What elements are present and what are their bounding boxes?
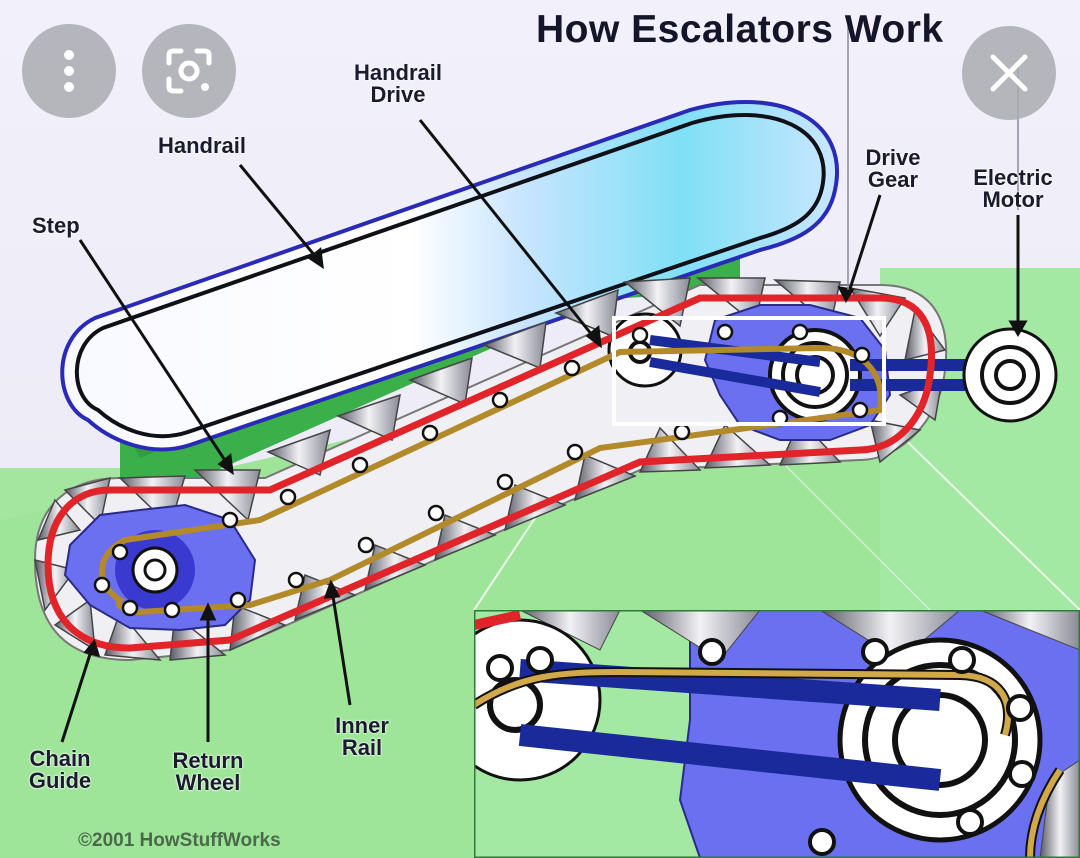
label-electric-motor: Electric Motor: [958, 167, 1068, 211]
label-return-wheel: Return Wheel: [158, 750, 258, 794]
label-handrail-drive-line2: Drive: [370, 82, 426, 107]
visual-search-icon: [166, 48, 212, 94]
label-chain-guide: Chain Guide: [18, 748, 102, 792]
label-step: Step: [32, 213, 80, 238]
electric-motor: [962, 327, 1058, 423]
inset-zoom-view: [474, 610, 1080, 858]
label-handrail-drive-line1: Handrail: [353, 60, 443, 85]
label-electric-motor-line1: Electric: [973, 165, 1053, 190]
label-return-wheel-line2: Wheel: [175, 770, 241, 795]
label-drive-gear: Drive Gear: [848, 147, 938, 191]
copyright-text: ©2001 HowStuffWorks: [78, 830, 281, 851]
label-inner-rail-line2: Rail: [341, 735, 383, 760]
visual-search-button[interactable]: [142, 24, 236, 118]
chain-rollers: [93, 323, 871, 619]
label-electric-motor-line2: Motor: [982, 187, 1044, 212]
label-drive-gear-line1: Drive: [865, 145, 921, 170]
label-chain-guide-line2: Guide: [28, 768, 92, 793]
label-inner-rail-line1: Inner: [335, 713, 389, 738]
label-chain-guide-line1: Chain: [29, 746, 91, 771]
zoom-region: [612, 316, 886, 426]
label-return-wheel-line1: Return: [172, 748, 244, 773]
return-wheel: [63, 503, 257, 632]
more-options-button[interactable]: [22, 24, 116, 118]
step-chain: [44, 294, 936, 652]
close-icon: [990, 54, 1028, 92]
label-drive-gear-line2: Gear: [867, 167, 919, 192]
diagram-title: How Escalators Work: [536, 8, 944, 51]
more-vertical-icon: [64, 50, 74, 92]
label-handrail-drive: Handrail Drive: [338, 62, 458, 106]
drive-gear: [703, 304, 892, 441]
close-button[interactable]: [962, 26, 1056, 120]
label-inner-rail: Inner Rail: [322, 715, 402, 759]
leader-lines: [60, 119, 1028, 743]
handrail-balustrade: [60, 100, 839, 452]
label-handrail: Handrail: [158, 133, 247, 158]
